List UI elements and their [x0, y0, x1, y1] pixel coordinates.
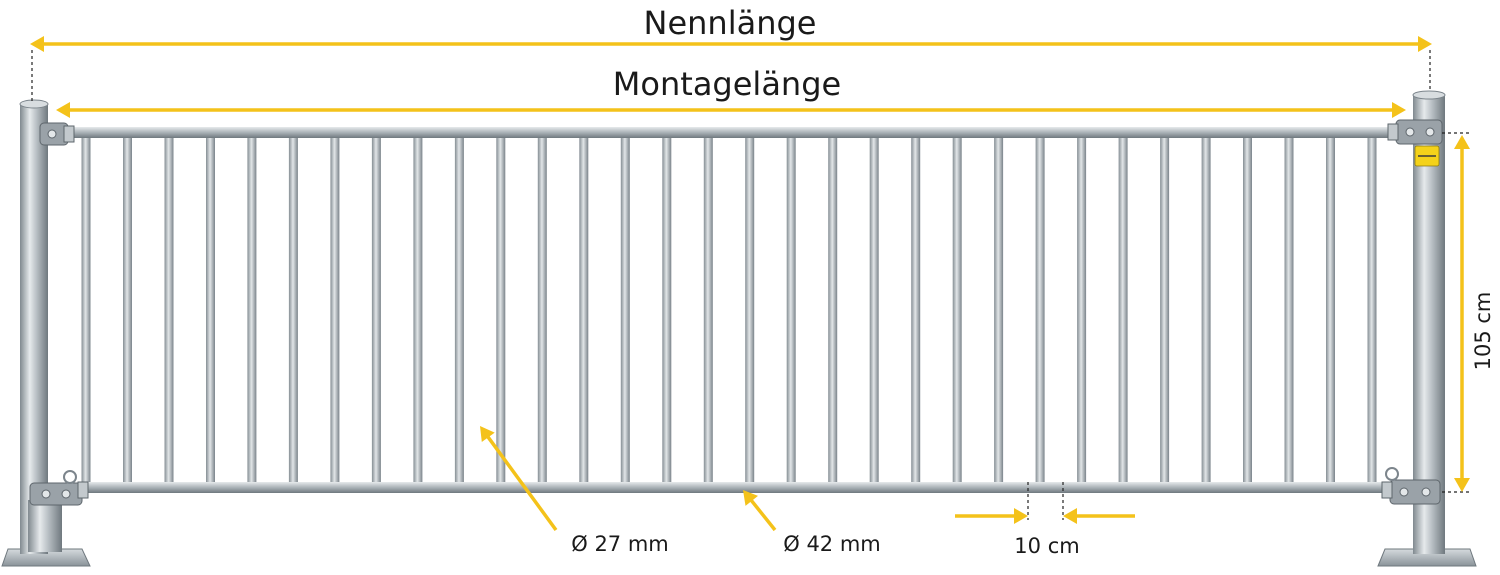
bar-diameter-pointer-shaft: [484, 433, 558, 532]
vertical-bar: [1243, 136, 1252, 484]
bar-diameter-label: Ø 27 mm: [571, 532, 669, 556]
top-rail: [62, 127, 1402, 138]
vertical-bar: [703, 136, 713, 484]
bar-spacing-arrow-left-head: [1014, 508, 1028, 524]
vertical-bar: [1118, 136, 1128, 484]
right-base-plate: [1377, 548, 1477, 567]
vertical-bar: [164, 136, 174, 484]
vertical-bar: [1367, 136, 1377, 484]
dimension-arrows: [30, 36, 1470, 532]
vertical-bar: [745, 136, 755, 484]
nominal-length-arrow-head-start: [30, 36, 44, 52]
vertical-bar: [496, 136, 506, 484]
vertical-bar: [206, 136, 215, 484]
vertical-bar: [869, 136, 879, 484]
vertical-bar: [952, 136, 962, 484]
vertical-bar: [454, 136, 464, 484]
mounting-length-arrow-head-start: [56, 102, 70, 118]
fence-illustration: [1, 90, 1477, 567]
nominal-length-label: Nennlänge: [644, 4, 817, 42]
height-arrow-head-start: [1454, 135, 1470, 149]
vertical-bar: [1201, 136, 1211, 484]
vertical-bar: [786, 136, 796, 484]
right-post: [1413, 95, 1445, 554]
height-arrow-head-end: [1454, 478, 1470, 492]
extension-lines: [31, 50, 1470, 520]
vertical-bar: [371, 136, 381, 484]
bar-spacing-label: 10 cm: [1014, 534, 1079, 558]
vertical-bars: [81, 136, 1377, 484]
right-post-cap: [1412, 90, 1446, 100]
bar-diameter-pointer-head: [480, 426, 495, 442]
vertical-bar: [537, 136, 547, 484]
tube-diameter-pointer-head: [743, 490, 758, 506]
vertical-bar: [1284, 136, 1294, 484]
mounting-length-label: Montagelänge: [613, 65, 841, 103]
bar-spacing-arrow-right-head: [1063, 508, 1077, 524]
vertical-bar: [828, 136, 838, 484]
vertical-bar: [1035, 136, 1045, 484]
vertical-bar: [911, 136, 921, 484]
clamp-top-left: [39, 122, 75, 146]
left-post: [20, 104, 48, 554]
vertical-bar: [1077, 136, 1087, 484]
tube-diameter-pointer-shaft: [747, 496, 777, 532]
clamp-bottom-left: [29, 470, 89, 506]
vertical-bar: [288, 136, 298, 484]
vertical-bar: [1160, 136, 1170, 484]
height-label: 105 cm: [1471, 292, 1495, 371]
bottom-rail: [82, 482, 1404, 493]
vertical-bar: [330, 136, 340, 484]
vertical-bar: [413, 136, 423, 484]
nominal-length-arrow-head-end: [1418, 36, 1432, 52]
clamp-bottom-right: [1381, 467, 1441, 505]
vertical-bar: [662, 136, 672, 484]
vertical-bar: [123, 136, 132, 484]
vertical-bar: [1326, 136, 1335, 484]
clamp-top-right: [1387, 119, 1443, 145]
left-post-cap: [19, 99, 49, 109]
vertical-bar: [81, 136, 91, 484]
vertical-bar: [247, 136, 257, 484]
vertical-bar: [579, 136, 589, 484]
vertical-bar: [620, 136, 630, 484]
left-post-foot: [28, 500, 62, 552]
mounting-length-arrow-head-end: [1392, 102, 1406, 118]
vertical-bar: [994, 136, 1004, 484]
tube-diameter-label: Ø 42 mm: [783, 532, 881, 556]
